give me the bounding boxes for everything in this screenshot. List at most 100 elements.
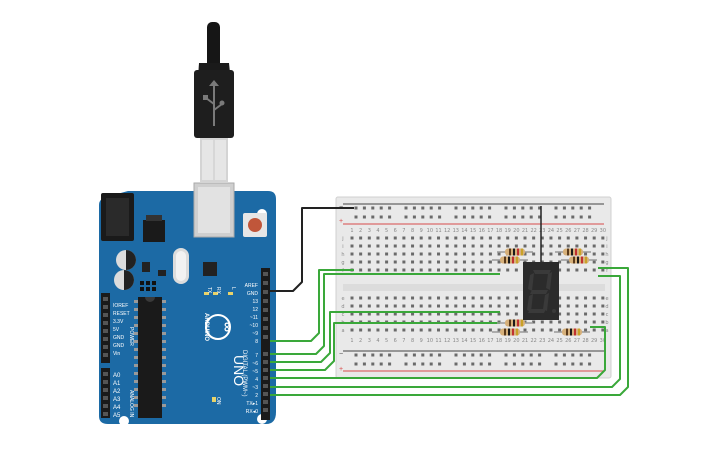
breadboard-hole[interactable] bbox=[445, 268, 449, 272]
rail-hole[interactable] bbox=[379, 362, 383, 366]
rail-hole[interactable] bbox=[571, 353, 575, 357]
digital-header-bottom[interactable] bbox=[261, 348, 270, 420]
rail-hole[interactable] bbox=[471, 362, 475, 366]
breadboard-hole[interactable] bbox=[428, 328, 432, 332]
rail-hole[interactable] bbox=[504, 206, 508, 210]
breadboard-hole[interactable] bbox=[367, 328, 371, 332]
breadboard-hole[interactable] bbox=[575, 304, 579, 308]
breadboard-hole[interactable] bbox=[359, 328, 363, 332]
arduino-uno-board[interactable]: TX RX L ON ∞ ARDUINO UNO AREF GND 13 12 … bbox=[99, 182, 276, 426]
breadboard-hole[interactable] bbox=[385, 244, 389, 248]
breadboard-hole[interactable] bbox=[601, 236, 605, 240]
breadboard-hole[interactable] bbox=[566, 304, 570, 308]
rail-hole[interactable] bbox=[429, 206, 433, 210]
rail-hole[interactable] bbox=[479, 215, 483, 219]
breadboard-hole[interactable] bbox=[532, 236, 536, 240]
breadboard-hole[interactable] bbox=[411, 268, 415, 272]
resistors[interactable] bbox=[492, 248, 597, 336]
rail-hole[interactable] bbox=[471, 215, 475, 219]
breadboard-hole[interactable] bbox=[445, 304, 449, 308]
breadboard-hole[interactable] bbox=[540, 244, 544, 248]
breadboard-hole[interactable] bbox=[411, 328, 415, 332]
breadboard-hole[interactable] bbox=[549, 236, 553, 240]
breadboard-hole[interactable] bbox=[601, 320, 605, 324]
rail-hole[interactable] bbox=[371, 206, 375, 210]
breadboard-hole[interactable] bbox=[419, 252, 423, 256]
breadboard-hole[interactable] bbox=[471, 252, 475, 256]
breadboard-hole[interactable] bbox=[462, 328, 466, 332]
breadboard-hole[interactable] bbox=[411, 312, 415, 316]
breadboard-hole[interactable] bbox=[454, 304, 458, 308]
breadboard-hole[interactable] bbox=[575, 268, 579, 272]
breadboard-hole[interactable] bbox=[601, 268, 605, 272]
breadboard-hole[interactable] bbox=[462, 312, 466, 316]
breadboard-hole[interactable] bbox=[402, 252, 406, 256]
breadboard-hole[interactable] bbox=[497, 304, 501, 308]
breadboard-hole[interactable] bbox=[350, 328, 354, 332]
breadboard-hole[interactable] bbox=[359, 304, 363, 308]
breadboard-hole[interactable] bbox=[480, 304, 484, 308]
breadboard-hole[interactable] bbox=[376, 304, 380, 308]
breadboard-hole[interactable] bbox=[497, 268, 501, 272]
wires[interactable] bbox=[270, 206, 629, 396]
breadboard-hole[interactable] bbox=[437, 260, 440, 264]
breadboard-hole[interactable] bbox=[393, 236, 397, 240]
breadboard-hole[interactable] bbox=[558, 236, 562, 240]
rail-hole[interactable] bbox=[438, 362, 442, 366]
resistor[interactable] bbox=[497, 248, 533, 256]
rail-hole[interactable] bbox=[438, 206, 442, 210]
breadboard-hole[interactable] bbox=[445, 328, 449, 332]
rail-hole[interactable] bbox=[362, 206, 366, 210]
rail-hole[interactable] bbox=[454, 206, 458, 210]
rail-hole[interactable] bbox=[554, 215, 558, 219]
breadboard-hole[interactable] bbox=[523, 252, 527, 256]
breadboard-hole[interactable] bbox=[359, 252, 363, 256]
breadboard-hole[interactable] bbox=[385, 252, 389, 256]
breadboard-hole[interactable] bbox=[367, 304, 371, 308]
rail-hole[interactable] bbox=[504, 353, 508, 357]
breadboard-hole[interactable] bbox=[471, 304, 475, 308]
breadboard-hole[interactable] bbox=[393, 260, 397, 264]
breadboard-hole[interactable] bbox=[462, 252, 466, 256]
breadboard-hole[interactable] bbox=[488, 260, 492, 264]
breadboard-hole[interactable] bbox=[445, 312, 449, 316]
breadboard-hole[interactable] bbox=[437, 304, 440, 308]
breadboard-hole[interactable] bbox=[549, 244, 553, 248]
rail-hole[interactable] bbox=[388, 206, 392, 210]
breadboard-hole[interactable] bbox=[488, 304, 492, 308]
rail-hole[interactable] bbox=[471, 206, 475, 210]
rail-hole[interactable] bbox=[512, 215, 516, 219]
breadboard-hole[interactable] bbox=[359, 296, 363, 300]
breadboard-hole[interactable] bbox=[497, 244, 501, 248]
breadboard-hole[interactable] bbox=[480, 268, 484, 272]
breadboard-hole[interactable] bbox=[584, 236, 588, 240]
breadboard-hole[interactable] bbox=[523, 320, 527, 324]
breadboard-hole[interactable] bbox=[359, 260, 363, 264]
rail-hole[interactable] bbox=[529, 206, 533, 210]
breadboard-hole[interactable] bbox=[497, 328, 501, 332]
breadboard-hole[interactable] bbox=[454, 312, 458, 316]
breadboard-hole[interactable] bbox=[592, 252, 596, 256]
breadboard-hole[interactable] bbox=[558, 252, 562, 256]
breadboard-hole[interactable] bbox=[411, 260, 415, 264]
breadboard-hole[interactable] bbox=[367, 312, 371, 316]
resistor[interactable] bbox=[561, 256, 597, 264]
breadboard-hole[interactable] bbox=[601, 304, 605, 308]
breadboard-hole[interactable] bbox=[428, 296, 432, 300]
rail-hole[interactable] bbox=[462, 362, 466, 366]
seven-segment-display[interactable]: 8. bbox=[523, 262, 559, 320]
breadboard-hole[interactable] bbox=[558, 320, 562, 324]
breadboard-hole[interactable] bbox=[584, 296, 588, 300]
rail-hole[interactable] bbox=[504, 215, 508, 219]
breadboard-hole[interactable] bbox=[566, 244, 570, 248]
breadboard-hole[interactable] bbox=[385, 312, 389, 316]
breadboard-hole[interactable] bbox=[376, 268, 380, 272]
breadboard-hole[interactable] bbox=[437, 236, 440, 240]
breadboard-hole[interactable] bbox=[419, 244, 423, 248]
wire-gnd[interactable] bbox=[270, 207, 354, 292]
breadboard-hole[interactable] bbox=[497, 312, 501, 316]
breadboard-hole[interactable] bbox=[462, 244, 466, 248]
breadboard-hole[interactable] bbox=[376, 296, 380, 300]
breadboard-hole[interactable] bbox=[566, 296, 570, 300]
breadboard-hole[interactable] bbox=[359, 236, 363, 240]
